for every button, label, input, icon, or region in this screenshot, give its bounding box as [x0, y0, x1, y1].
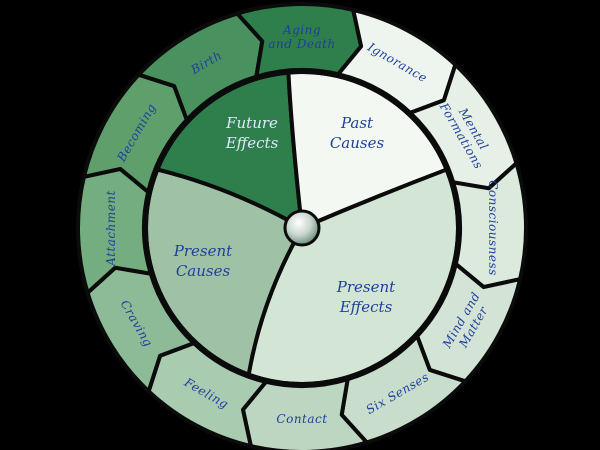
- link-label-consciousness: Consciousness: [487, 180, 501, 276]
- inner-disc: [144, 70, 460, 386]
- link-label-attachment: Attachment: [104, 190, 118, 267]
- outer-ring: [76, 2, 528, 450]
- inner-circle-outline: [144, 70, 460, 386]
- hub-sphere: [283, 209, 321, 247]
- link-label-contact: Contact: [276, 412, 327, 426]
